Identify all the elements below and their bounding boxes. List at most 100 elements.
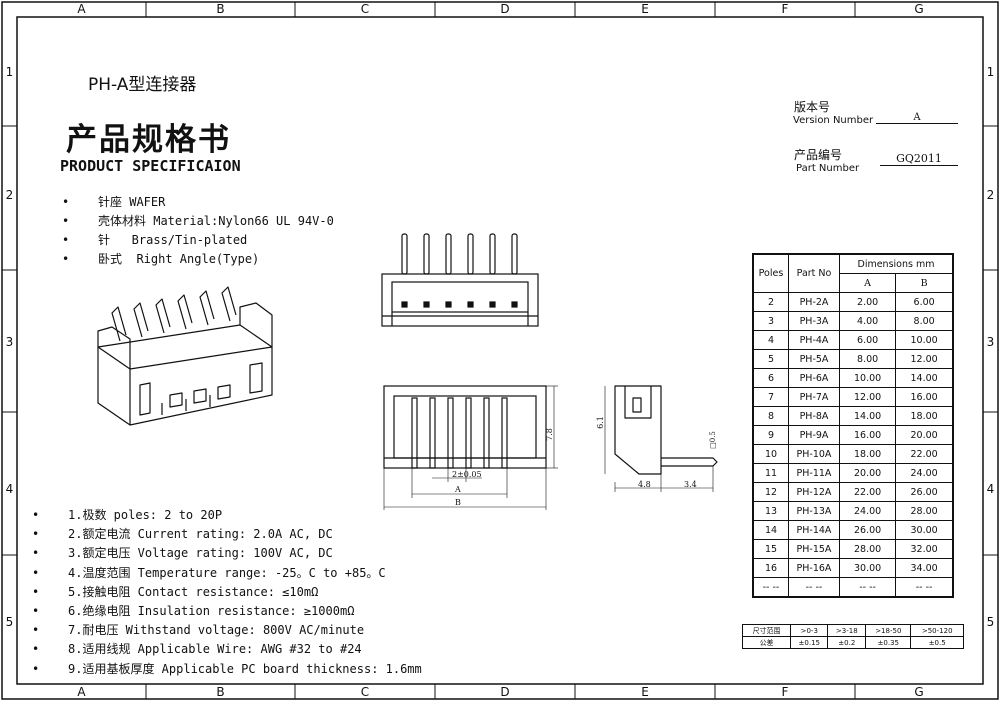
table-cell: 30.00 (895, 520, 954, 540)
col-label-b-bottom: B (216, 685, 225, 699)
table-cell: 14.00 (895, 368, 954, 388)
spec-item: 7.耐电压 Withstand voltage: 800V AC/minute (32, 621, 422, 640)
table-cell: 8 (752, 406, 789, 426)
version-value: A (876, 112, 958, 124)
col-label-a-bottom: A (77, 685, 86, 699)
table-cell: 10.00 (838, 368, 897, 388)
table-cell: -- -- (838, 577, 897, 598)
part-label-cn: 产品编号 (794, 148, 843, 162)
tolerance-cell: ±0.5 (910, 636, 964, 649)
table-cell: 11 (752, 463, 789, 483)
table-cell: 28.00 (895, 501, 954, 521)
tolerance-cell: 尺寸范围 (741, 624, 792, 637)
table-cell: 2 (752, 292, 789, 312)
table-cell: PH-7A (788, 387, 840, 407)
part-label-en: Part Number (796, 163, 860, 174)
col-label-g: G (914, 2, 924, 16)
table-cell: 6.00 (838, 330, 897, 350)
table-header-b: B (895, 273, 954, 293)
feature-list: 针座 WAFER 壳体材料 Material:Nylon66 UL 94V-0 … (62, 193, 334, 269)
table-cell: 12.00 (838, 387, 897, 407)
feature-item: 针 Brass/Tin-plated (62, 231, 334, 250)
spec-item: 3.额定电压 Voltage rating: 100V AC, DC (32, 544, 422, 563)
tolerance-cell: >18-50 (865, 624, 912, 637)
col-label-e: E (641, 2, 649, 16)
table-cell: 24.00 (895, 463, 954, 483)
row-label-1: 1 (5, 65, 14, 79)
tolerance-cell: ±0.15 (790, 636, 829, 649)
table-cell: 12.00 (895, 349, 954, 369)
col-label-g-bottom: G (914, 685, 924, 699)
table-cell: PH-15A (788, 539, 840, 559)
col-label-e-bottom: E (641, 685, 649, 699)
table-cell: 16.00 (895, 387, 954, 407)
table-cell: 24.00 (838, 501, 897, 521)
table-cell: 26.00 (895, 482, 954, 502)
table-cell: 5 (752, 349, 789, 369)
table-cell: 22.00 (838, 482, 897, 502)
row-label-1-right: 1 (986, 65, 995, 79)
table-header-dims: Dimensions mm (839, 253, 954, 274)
table-cell: 14 (752, 520, 789, 540)
table-header-part: Part No (788, 253, 840, 293)
spec-item: 6.绝缘电阻 Insulation resistance: ≥1000mΩ (32, 602, 422, 621)
table-cell: 28.00 (838, 539, 897, 559)
table-cell: 20.00 (838, 463, 897, 483)
dim-depth-label: 4.8 (638, 480, 651, 489)
col-label-a: A (77, 2, 86, 16)
title-cn: 产品规格书 (66, 122, 231, 158)
tolerance-cell: ±0.2 (827, 636, 867, 649)
dim-b-label: B (455, 498, 461, 507)
table-cell: 22.00 (895, 444, 954, 464)
isometric-connector-drawing (97, 286, 273, 426)
top-view-drawing (381, 233, 539, 327)
table-cell: 18.00 (838, 444, 897, 464)
side-view-drawing (604, 385, 718, 492)
table-cell: 6.00 (895, 292, 954, 312)
spec-item: 2.额定电流 Current rating: 2.0A AC, DC (32, 525, 422, 544)
col-label-b: B (216, 2, 225, 16)
col-label-d: D (500, 2, 510, 16)
table-cell: 14.00 (838, 406, 897, 426)
dim-tail-label: 3.4 (684, 480, 697, 489)
col-label-c: C (360, 2, 370, 16)
spec-item: 1.极数 poles: 2 to 20P (32, 506, 422, 525)
table-cell: 12 (752, 482, 789, 502)
spec-item: 8.适用线规 Applicable Wire: AWG #32 to #24 (32, 640, 422, 659)
row-label-3-right: 3 (986, 335, 995, 349)
tolerance-cell: >50-120 (910, 624, 964, 637)
table-cell: 34.00 (895, 558, 954, 578)
table-cell: -- -- (895, 577, 954, 598)
table-cell: 30.00 (838, 558, 897, 578)
table-cell: 15 (752, 539, 789, 559)
table-cell: PH-3A (788, 311, 840, 331)
table-cell: 2.00 (838, 292, 897, 312)
table-cell: 16 (752, 558, 789, 578)
table-cell: 10.00 (895, 330, 954, 350)
table-cell: PH-11A (788, 463, 840, 483)
table-cell: PH-6A (788, 368, 840, 388)
table-cell: 8.00 (838, 349, 897, 369)
row-label-4-right: 4 (986, 482, 995, 496)
table-header-a: A (838, 273, 897, 293)
feature-item: 壳体材料 Material:Nylon66 UL 94V-0 (62, 212, 334, 231)
table-cell: -- -- (752, 577, 789, 598)
table-cell: 32.00 (895, 539, 954, 559)
tolerance-cell: 公差 (741, 636, 792, 649)
spec-item: 9.适用基板厚度 Applicable PC board thickness: … (32, 660, 422, 679)
table-cell: 8.00 (895, 311, 954, 331)
table-header-poles: Poles (752, 253, 789, 293)
dim-a-label: A (455, 485, 461, 494)
table-cell: 7 (752, 387, 789, 407)
table-cell: PH-2A (788, 292, 840, 312)
dim-pin-label: □0.5 (708, 431, 717, 449)
table-cell: PH-10A (788, 444, 840, 464)
tolerance-cell: >0-3 (790, 624, 829, 637)
